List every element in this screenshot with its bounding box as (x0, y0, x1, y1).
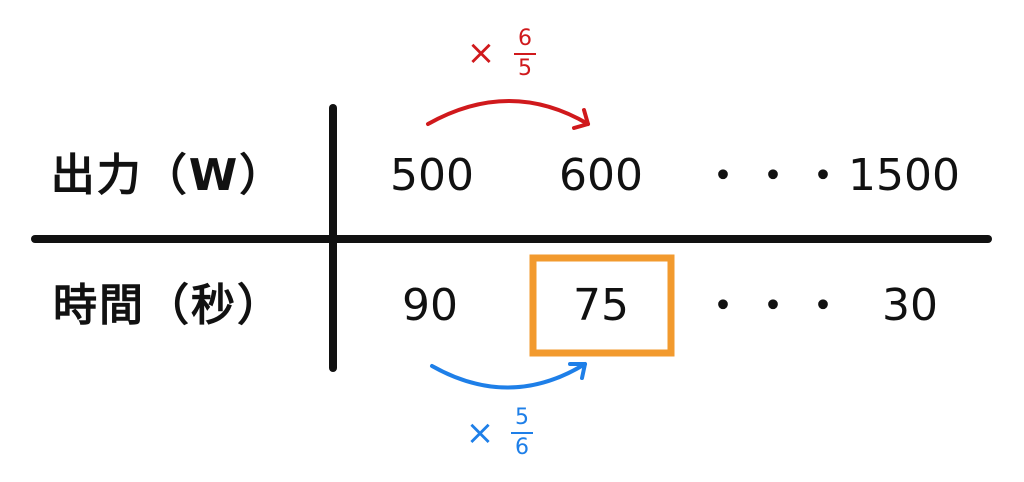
top-arrow-head (572, 108, 590, 130)
bottom-fraction-bar (511, 432, 533, 434)
top-fraction-bar (514, 53, 536, 55)
cell-output-2: 600 (559, 150, 643, 201)
top-fraction-numerator: 6 (518, 26, 532, 51)
top-multiplier-sign: × (466, 33, 496, 73)
ellipsis-row-2: ・・・ (703, 283, 853, 329)
ellipsis-row-1: ・・・ (703, 153, 853, 199)
bottom-multiplier-sign: × (465, 413, 495, 453)
top-arrow (426, 99, 590, 130)
bottom-arrow (430, 362, 587, 390)
top-arrow-curve (426, 99, 590, 126)
row-label-time: 時間（秒） (53, 280, 283, 331)
cell-output-1: 500 (390, 150, 474, 201)
highlight-box (529, 254, 675, 357)
row-label-output: 出力（W） (50, 150, 286, 201)
bottom-arrow-head (568, 362, 587, 380)
cell-time-2: 75 (573, 280, 629, 331)
bottom-fraction-denominator: 6 (515, 435, 529, 460)
top-fraction-denominator: 5 (518, 56, 532, 81)
cell-time-3: 30 (882, 280, 938, 331)
cell-time-1: 90 (402, 280, 458, 331)
bottom-multiplier-fraction: 5 6 (511, 407, 533, 459)
bottom-fraction-numerator: 5 (515, 405, 529, 430)
cell-output-3: 1500 (848, 150, 960, 201)
top-multiplier-fraction: 6 5 (514, 28, 536, 80)
bottom-arrow-curve (430, 362, 587, 390)
